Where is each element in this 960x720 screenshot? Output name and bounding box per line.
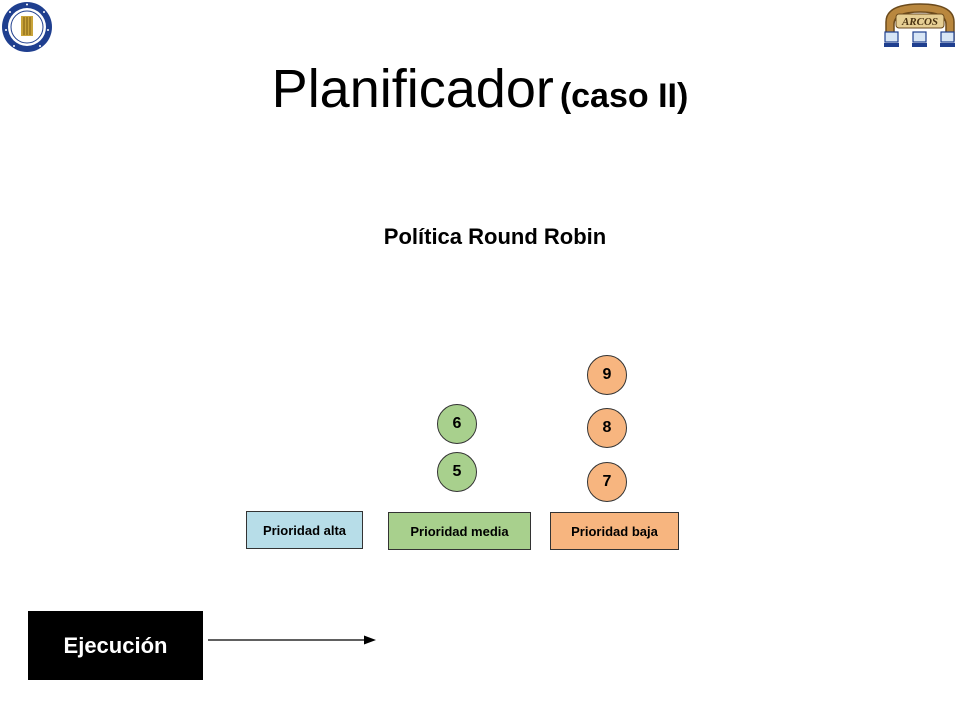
queue-medium-priority: Prioridad media [388,512,531,550]
policy-subtitle: Política Round Robin [383,224,607,249]
title-main: Planificador [271,59,554,119]
university-seal-icon [0,0,54,54]
execution-box: Ejecución [28,611,203,680]
arcos-logo-icon: ARCOS [880,0,960,58]
svg-text:ARCOS: ARCOS [901,16,938,28]
process-8: 8 [587,408,627,448]
process-7: 7 [587,462,627,502]
process-6: 6 [437,404,477,444]
process-5: 5 [437,452,477,492]
queue-high-priority: Prioridad alta [246,511,363,549]
slide-title: Planificador(caso II) [0,58,960,120]
arrow-right-icon [208,632,378,648]
process-9: 9 [587,355,627,395]
title-suffix: (caso II) [559,77,689,115]
queue-low-priority: Prioridad baja [550,512,679,550]
